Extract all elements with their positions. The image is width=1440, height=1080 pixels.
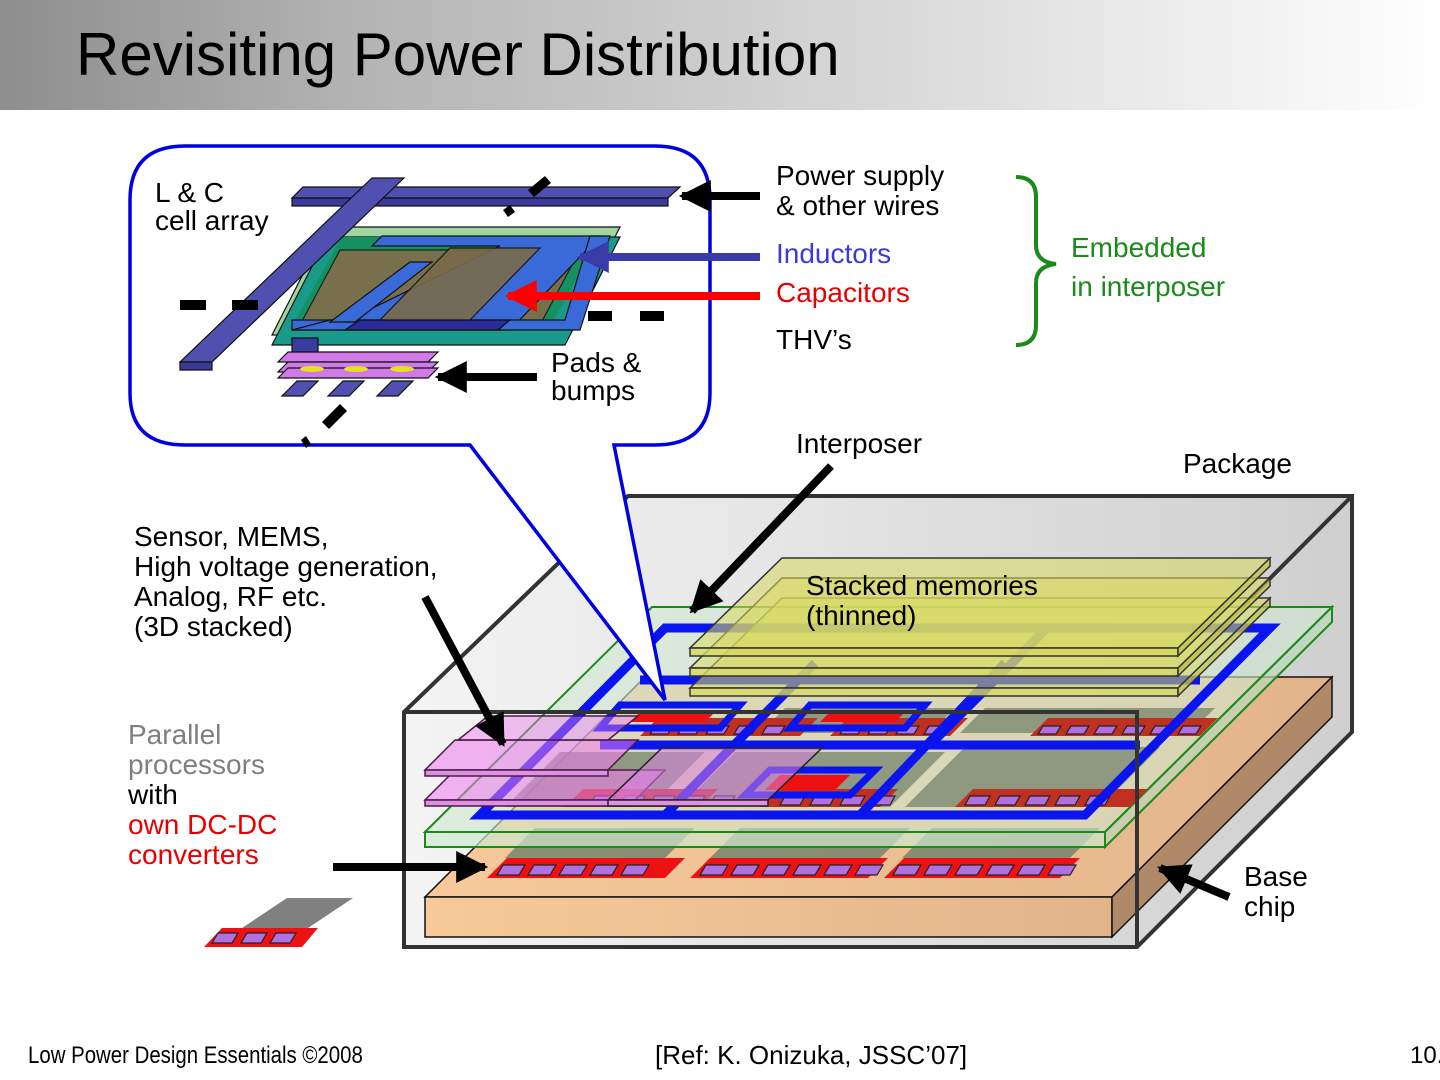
stacked-memories <box>688 556 1272 698</box>
continuation-dashes <box>180 176 664 448</box>
pads-bumps-label: Pads &bumps <box>551 347 642 406</box>
pad-cell <box>729 864 761 876</box>
capacitors-label: Capacitors <box>776 277 910 308</box>
dcdc-swatch <box>204 898 353 947</box>
lc-cell-array-illustration <box>178 177 682 397</box>
pad-cell <box>760 864 792 876</box>
embedded-brace <box>1015 175 1057 347</box>
package-label: Package <box>1183 448 1292 479</box>
pad-cell <box>922 864 954 876</box>
pad-cell <box>239 932 269 944</box>
sensor-mems-label: Sensor, MEMS,High voltage generation,Ana… <box>134 521 438 642</box>
pad-cell <box>1023 795 1052 806</box>
pad-cell <box>588 864 620 876</box>
pad-cell <box>557 864 589 876</box>
stacked-memories-label: Stacked memories(thinned) <box>806 570 1038 631</box>
power-supply-label: Power supply& other wires <box>776 160 945 221</box>
sensor-mems-stack <box>423 715 824 807</box>
pad-cell <box>1036 725 1063 735</box>
pad-cell <box>791 864 823 876</box>
pad-cell <box>760 725 787 735</box>
pad-cell <box>526 864 558 876</box>
thvs-label: THV’s <box>776 324 852 355</box>
pad-cell <box>853 864 885 876</box>
pad-cell <box>1046 864 1078 876</box>
pad-cell <box>1053 795 1082 806</box>
interposer-arrow <box>689 463 834 614</box>
footer-course: Low Power Design Essentials ©2008 <box>28 1042 363 1069</box>
inductors-label: Inductors <box>776 238 892 269</box>
footer-reference: [Ref: K. Onizuka, JSSC’07] <box>655 1040 968 1070</box>
pad-cell <box>993 795 1022 806</box>
interposer-label: Interposer <box>796 428 923 459</box>
pad-cell <box>268 932 298 944</box>
package-front-edge <box>404 710 1139 947</box>
pad-cell <box>1120 725 1147 735</box>
sensor-arrow <box>421 595 507 747</box>
slide-title: Revisiting Power Distribution <box>76 21 840 88</box>
pad-cell <box>1176 725 1203 735</box>
pad-cell <box>963 795 992 806</box>
pad-cell <box>495 864 527 876</box>
pad-cell <box>210 932 240 944</box>
pad-cell <box>698 864 730 876</box>
pad-cell <box>822 864 854 876</box>
pad-cell <box>1015 864 1047 876</box>
pad-cell <box>891 864 923 876</box>
pad-cell <box>1064 725 1091 735</box>
pad-cell <box>1092 725 1119 735</box>
base-chip-arrow <box>1157 864 1231 901</box>
pad-cell <box>619 864 651 876</box>
page-number: 10. <box>1410 1042 1440 1069</box>
pad-cell <box>984 864 1016 876</box>
pad-cell <box>953 864 985 876</box>
slide-header <box>0 0 1440 110</box>
